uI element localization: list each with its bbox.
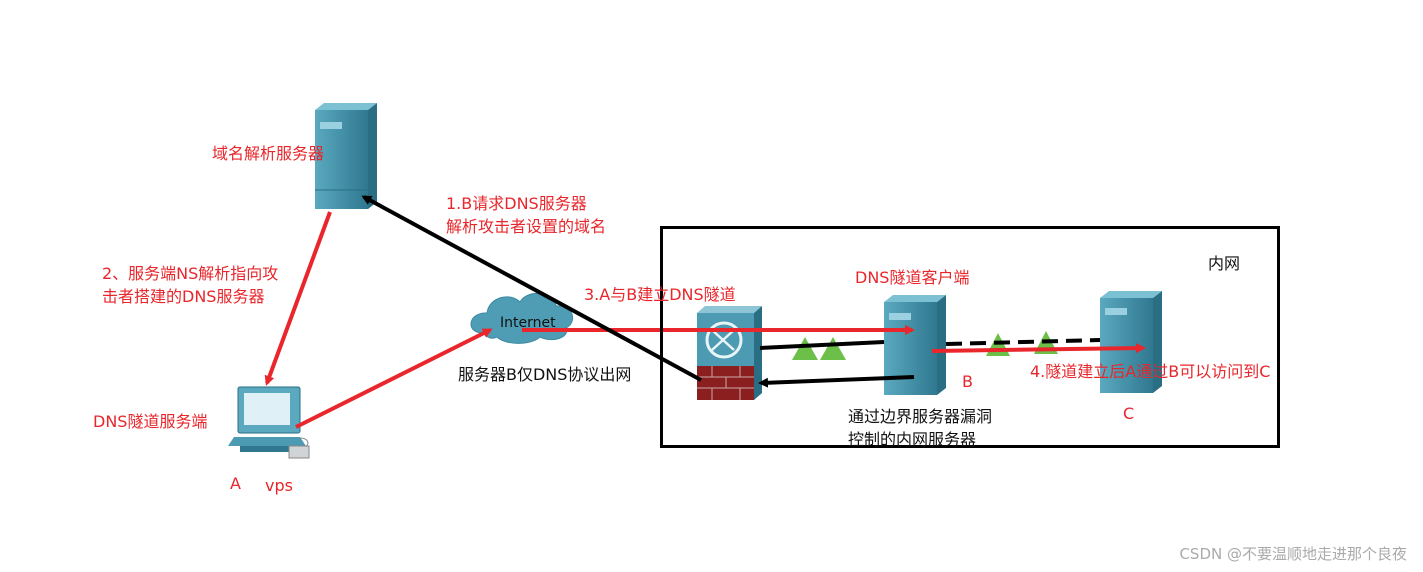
- ns-delegation-arrow: [264, 211, 332, 386]
- dns-resolver-server-icon: [315, 103, 377, 209]
- node-c-label: C: [1123, 404, 1135, 423]
- step1-label-line1: 1.B请求DNS服务器: [446, 194, 587, 213]
- internal-network-zone: [660, 226, 1280, 448]
- tunnel-server-pc-icon: [228, 386, 310, 459]
- node-b-label: B: [962, 372, 973, 391]
- tunnel-server-label: DNS隧道服务端: [93, 412, 208, 431]
- watermark: CSDN @不要温顺地走进那个良夜: [1179, 545, 1407, 563]
- step3-label: 3.A与B建立DNS隧道: [584, 285, 736, 304]
- internet-label: Internet: [500, 315, 556, 331]
- step2-label-line2: 击者搭建的DNS服务器: [102, 287, 265, 306]
- tunnel-dashed-line: [945, 338, 1101, 346]
- step1-label-line2: 解析攻击者设置的域名: [446, 217, 607, 236]
- internal-zone-label: 内网: [1208, 254, 1241, 273]
- step4-label: 4.隧道建立后A通过B可以访问到C: [1030, 362, 1271, 381]
- firewall-note: 服务器B仅DNS协议出网: [458, 365, 632, 384]
- b-note-line2: 控制的内网服务器: [848, 430, 977, 449]
- firewall-icon: [697, 306, 762, 400]
- server-to-internet-arrow: [295, 328, 493, 429]
- node-a-label: A: [230, 474, 241, 493]
- client-to-firewall-arrow: [758, 375, 915, 388]
- tunnel-inbound-line: [759, 340, 885, 350]
- tunnel-client-label: DNS隧道客户端: [855, 268, 970, 287]
- vps-label: vps: [265, 476, 293, 495]
- step2-label-line1: 2、服务端NS解析指向攻: [102, 264, 279, 283]
- b-note-line1: 通过边界服务器漏洞: [848, 407, 993, 426]
- dns-request-arrow: [361, 195, 702, 382]
- access-c-arrow: [931, 343, 1146, 354]
- dns-resolver-label: 域名解析服务器: [212, 144, 325, 163]
